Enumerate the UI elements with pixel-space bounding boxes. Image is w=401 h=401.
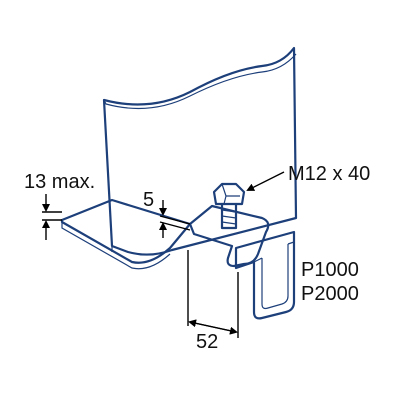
dimension-flange-thickness: [42, 194, 62, 240]
clamp-width-label: 52: [196, 331, 218, 353]
bolt-size-label: M12 x 40: [288, 163, 370, 185]
beam-bottom-flange: [60, 198, 192, 264]
clamp-thickness-label: 5: [143, 189, 154, 211]
steel-beam: [60, 46, 298, 270]
bolt: [212, 182, 246, 230]
channel-code-p2000: P2000: [301, 283, 359, 305]
bolt-leader-line: [246, 171, 285, 191]
dimension-clamp-width: [187, 250, 239, 338]
strut-channel: [234, 230, 296, 320]
beam-clamp: [188, 204, 270, 268]
beam-web: [102, 46, 298, 256]
flange-thickness-label: 13 max.: [24, 171, 95, 193]
dimension-clamp-thickness: [159, 200, 191, 238]
channel-code-p1000: P1000: [301, 259, 359, 281]
clamp-plate: [188, 204, 270, 268]
channel-body: [234, 230, 296, 320]
bolt-head: [212, 182, 246, 206]
